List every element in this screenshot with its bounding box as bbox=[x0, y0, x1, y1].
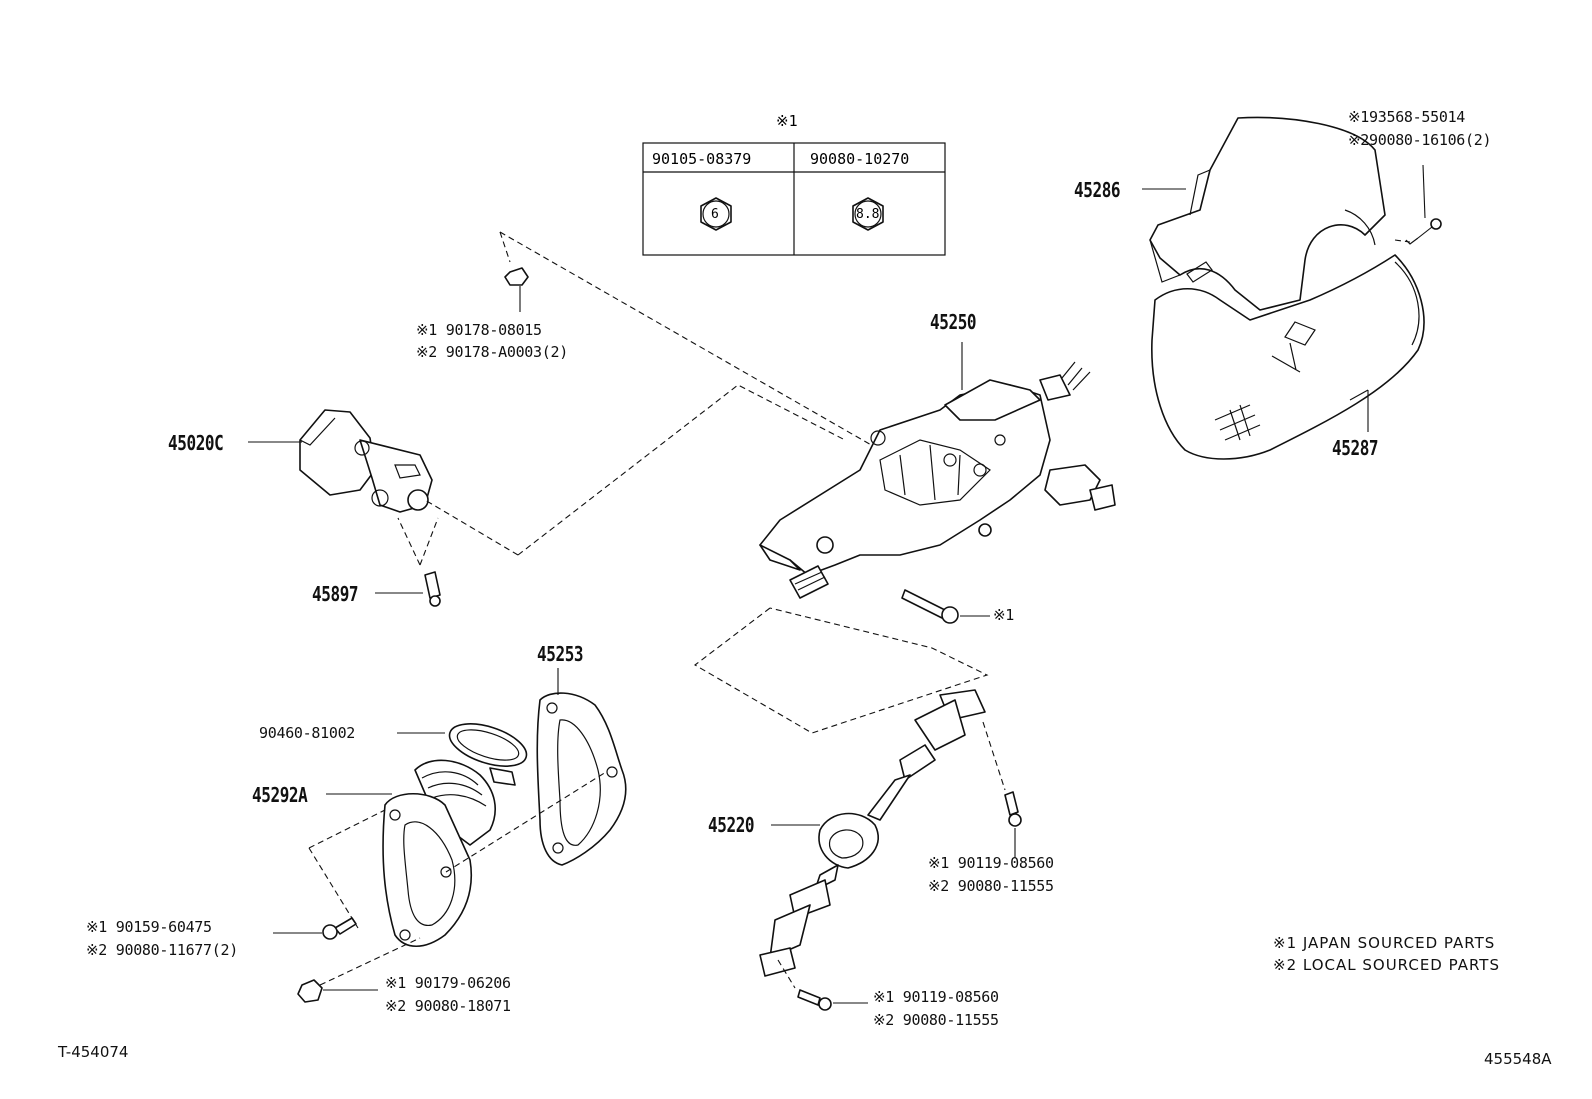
table-header-mark: ※1 bbox=[776, 112, 798, 130]
label-45020c: 45020C bbox=[168, 431, 224, 455]
hex-bolt-head-6-icon bbox=[700, 197, 732, 231]
label-nut-2: ※2 90178-A0003(2) bbox=[416, 343, 568, 361]
label-shaft-bolt-2: ※2 90080-11555 bbox=[928, 877, 1054, 895]
label-nut-1: ※1 90178-08015 bbox=[416, 321, 542, 339]
label-45287: 45287 bbox=[1332, 436, 1379, 460]
hole-cover-plate bbox=[536, 692, 627, 866]
nut-upper bbox=[504, 267, 529, 286]
spec-table bbox=[642, 142, 946, 256]
label-45292a: 45292A bbox=[252, 783, 308, 807]
cover-screw bbox=[1405, 218, 1442, 245]
table-grade-col1: 6 bbox=[711, 207, 719, 222]
steering-column bbox=[759, 361, 1116, 599]
column-boot bbox=[414, 759, 496, 846]
lock-bracket bbox=[299, 409, 433, 513]
left-nut-lower bbox=[297, 979, 323, 1003]
leader-lines bbox=[248, 164, 1426, 1004]
label-left-bolt-2: ※2 90080-11677(2) bbox=[86, 941, 238, 959]
shaft-bolt-lower bbox=[797, 989, 832, 1011]
label-left-bolt-1: ※1 90159-60475 bbox=[86, 918, 212, 936]
left-bolt-upper bbox=[322, 917, 357, 940]
legend-line-1: ※1 JAPAN SOURCED PARTS bbox=[1273, 934, 1496, 952]
legend-line-2: ※2 LOCAL SOURCED PARTS bbox=[1273, 956, 1500, 974]
footer-right-code: 455548A bbox=[1484, 1050, 1552, 1068]
footer-left-code: T-454074 bbox=[58, 1043, 129, 1061]
label-45253: 45253 bbox=[537, 642, 584, 666]
column-cover-upper bbox=[1149, 116, 1386, 311]
table-grade-col2: 8.8 bbox=[856, 207, 880, 222]
label-column-bolt-mark: ※1 bbox=[993, 606, 1014, 624]
shaft-bolt-upper bbox=[1004, 791, 1022, 827]
label-low-bolt-2: ※2 90080-11555 bbox=[873, 1011, 999, 1029]
label-45250: 45250 bbox=[930, 310, 977, 334]
table-part-col1: 90105-08379 bbox=[652, 150, 752, 168]
clamp-band bbox=[448, 723, 528, 786]
label-shaft-bolt-1: ※1 90119-08560 bbox=[928, 854, 1054, 872]
column-cover-lower bbox=[1151, 254, 1425, 460]
table-part-col2: 90080-10270 bbox=[810, 150, 910, 168]
dashed-assembly-lines bbox=[308, 231, 1411, 989]
label-45897: 45897 bbox=[312, 582, 359, 606]
label-nut2-2: ※2 90080-18071 bbox=[385, 997, 511, 1015]
column-bolt bbox=[901, 589, 959, 624]
small-screw-45897 bbox=[424, 571, 441, 607]
hex-bolt-head-8-8-icon bbox=[852, 197, 884, 231]
label-top-right-1: ※193568-55014 bbox=[1348, 108, 1466, 126]
label-nut2-1: ※1 90179-06206 bbox=[385, 974, 511, 992]
label-top-right-2: ※290080-16106(2) bbox=[1348, 131, 1492, 149]
label-90460: 90460-81002 bbox=[259, 724, 356, 742]
label-45286: 45286 bbox=[1074, 178, 1121, 202]
intermediate-shaft bbox=[759, 689, 986, 977]
boot-plate bbox=[382, 793, 473, 948]
label-low-bolt-1: ※1 90119-08560 bbox=[873, 988, 999, 1006]
label-45220: 45220 bbox=[708, 813, 755, 837]
